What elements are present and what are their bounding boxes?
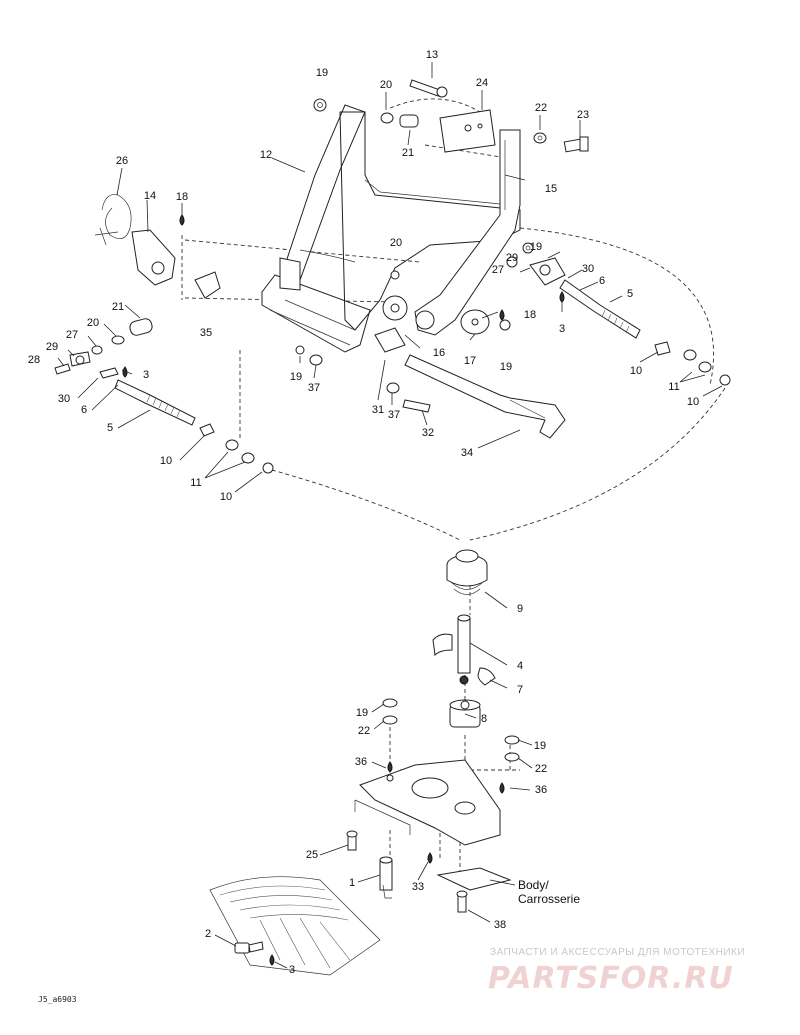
callout-6: 6: [81, 404, 87, 416]
callout-34: 34: [461, 447, 473, 459]
watermark-tagline: ЗАПЧАСТИ И АКСЕССУАРЫ ДЛЯ МОТОТЕХНИКИ: [490, 947, 745, 958]
callout-32: 32: [422, 427, 434, 439]
callout-20: 20: [87, 317, 99, 329]
callout-33: 33: [412, 881, 424, 893]
callout-36: 36: [355, 756, 367, 768]
callout-18: 18: [524, 309, 536, 321]
callout-19: 19: [356, 707, 368, 719]
callout-3: 3: [143, 369, 149, 381]
callout-36: 36: [535, 784, 547, 796]
callout-7: 7: [517, 684, 523, 696]
callout-18: 18: [176, 191, 188, 203]
callout-19: 19: [500, 361, 512, 373]
callout-29: 29: [506, 252, 518, 264]
callout-3: 3: [559, 323, 565, 335]
callout-21: 21: [402, 147, 414, 159]
callout-1: 1: [349, 877, 355, 889]
callout-19: 19: [530, 241, 542, 253]
callout-23: 23: [577, 109, 589, 121]
callout-13: 13: [426, 49, 438, 61]
callout-26: 26: [116, 155, 128, 167]
callout-11: 11: [668, 381, 679, 393]
callout-19: 19: [316, 67, 328, 79]
callout-27: 27: [492, 264, 504, 276]
callout-19: 19: [290, 371, 302, 383]
callout-16: 16: [433, 347, 445, 359]
pin: [409, 79, 448, 98]
bolt-top-right: [533, 132, 589, 153]
callout-38: 38: [494, 919, 506, 931]
callout-15: 15: [545, 183, 557, 195]
body-label: Body/ Carrosserie: [518, 878, 580, 906]
callout-10: 10: [687, 396, 699, 408]
bracket: [439, 109, 496, 153]
shift-arm: [414, 129, 521, 336]
shifter-frame: [261, 104, 521, 353]
callout-24: 24: [476, 77, 488, 89]
callout-14: 14: [144, 190, 156, 202]
callout-30: 30: [582, 263, 594, 275]
reverse-lever: [295, 345, 566, 439]
callout-2: 2: [205, 928, 211, 940]
hardware-top: [313, 98, 419, 128]
routing-dashed-lines: [181, 98, 726, 880]
lever-and-cable: [94, 194, 221, 299]
callout-20: 20: [390, 237, 402, 249]
right-cable-assembly: [506, 242, 731, 386]
callout-37: 37: [388, 409, 400, 421]
callout-20: 20: [380, 79, 392, 91]
watermark-logo: PARTSFOR.RU: [488, 961, 734, 996]
callout-10: 10: [630, 365, 642, 377]
callout-11: 11: [190, 477, 201, 489]
callout-12: 12: [260, 149, 272, 161]
callout-3: 3: [289, 964, 295, 976]
bushing: [449, 699, 481, 728]
watermark: ЗАПЧАСТИ И АКСЕССУАРЫ ДЛЯ МОТОТЕХНИКИ PA…: [488, 947, 745, 996]
base-plate: [354, 759, 501, 846]
callout-17: 17: [464, 355, 476, 367]
callout-5: 5: [107, 422, 113, 434]
callout-9: 9: [517, 603, 523, 615]
callout-30: 30: [58, 393, 70, 405]
callout-27: 27: [66, 329, 78, 341]
callout-6: 6: [599, 275, 605, 287]
shaft-and-clips: [432, 614, 496, 686]
callout-31: 31: [372, 404, 384, 416]
callout-labels: 13 19 20 24 22 23 12 21 15 26 14 18 20 1…: [28, 49, 699, 976]
callout-37: 37: [308, 382, 320, 394]
callout-22: 22: [535, 102, 547, 114]
washers-lower: [382, 698, 520, 762]
callout-4: 4: [517, 660, 523, 672]
callout-35: 35: [200, 327, 212, 339]
callout-10: 10: [220, 491, 232, 503]
pivot-hardware: [374, 270, 511, 353]
callout-10: 10: [160, 455, 172, 467]
callout-25: 25: [306, 849, 318, 861]
body-label-line2: Carrosserie: [518, 892, 580, 906]
drawing-reference: J5_a6903: [38, 995, 77, 1004]
callout-8: 8: [481, 713, 487, 725]
body-label-line1: Body/: [518, 878, 549, 892]
callout-22: 22: [358, 725, 370, 737]
callout-19: 19: [534, 740, 546, 752]
lower-fasteners: [346, 830, 512, 913]
shift-boot: [446, 549, 488, 595]
leader-lines: [57, 62, 723, 969]
callout-21: 21: [112, 301, 124, 313]
left-cable-assembly: [54, 318, 274, 474]
body-panel: [209, 876, 381, 976]
callout-28: 28: [28, 354, 40, 366]
callout-22: 22: [535, 763, 547, 775]
callout-5: 5: [627, 288, 633, 300]
callout-29: 29: [46, 341, 58, 353]
